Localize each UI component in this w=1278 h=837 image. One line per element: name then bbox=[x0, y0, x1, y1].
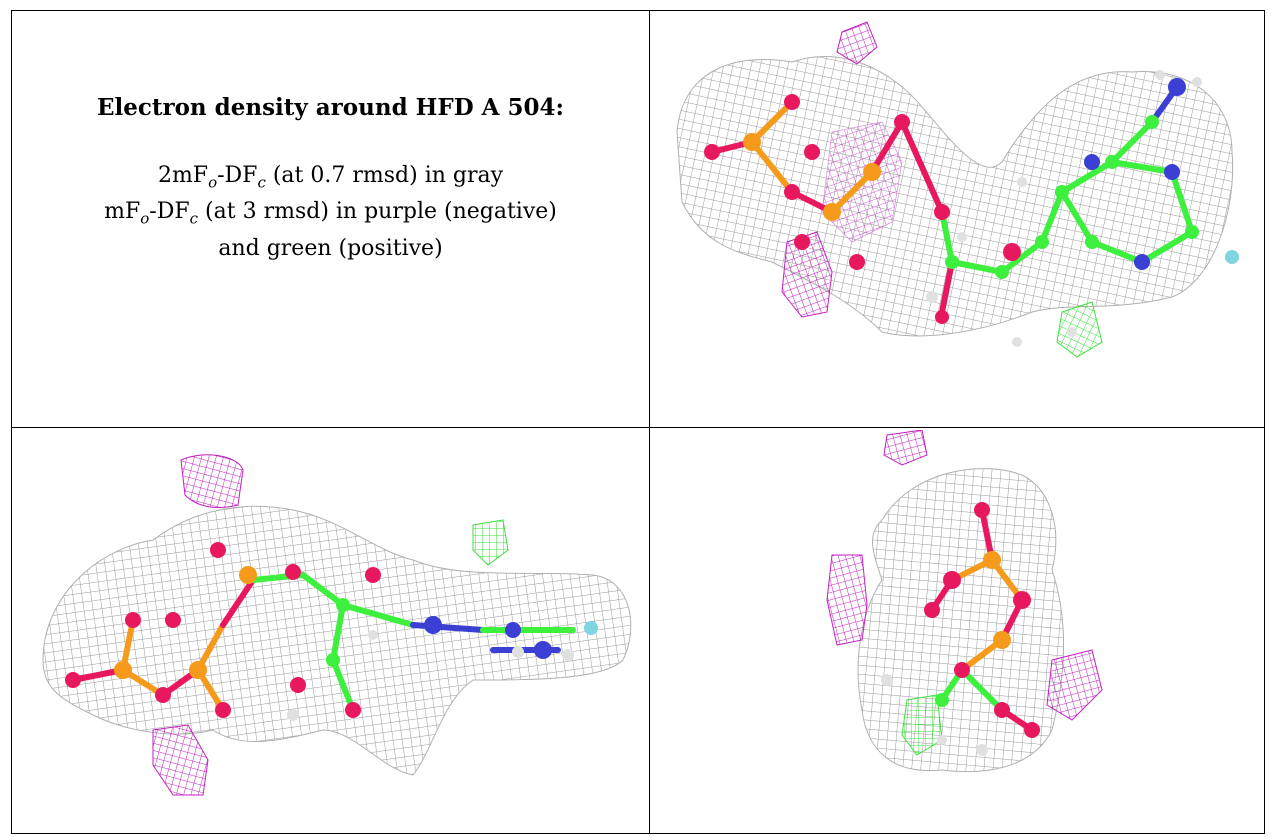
line1-mid: -DF bbox=[217, 163, 258, 188]
purple-mesh-top bbox=[883, 430, 928, 466]
green-mesh-right bbox=[1056, 301, 1103, 358]
purple-mesh-left bbox=[781, 231, 833, 318]
purple-mesh-top bbox=[180, 454, 244, 508]
ligand-atoms bbox=[881, 502, 1040, 756]
density-view-bottom-right bbox=[652, 430, 1264, 833]
caption-line-green: and green (positive) bbox=[218, 235, 443, 261]
table-border-middle bbox=[11, 427, 1265, 428]
table-border-left bbox=[11, 10, 12, 834]
line2-sub-c: c bbox=[189, 209, 199, 228]
table-border-top bbox=[11, 10, 1265, 11]
green-mesh-top bbox=[472, 519, 509, 566]
ligand-sticks bbox=[70, 572, 576, 713]
density-svg-bottom-right bbox=[826, 430, 1103, 773]
purple-mesh-right bbox=[1046, 649, 1103, 721]
line1-suffix: (at 0.7 rmsd) in gray bbox=[265, 163, 504, 188]
line1-prefix: 2mF bbox=[157, 163, 209, 188]
purple-mesh-top bbox=[836, 21, 878, 65]
caption-legend: 2mFo-DFc (at 0.7 rmsd) in gray mFo-DFc (… bbox=[104, 161, 557, 264]
ligand-atoms bbox=[704, 70, 1239, 347]
density-view-bottom-left bbox=[13, 430, 649, 833]
table-border-bottom bbox=[11, 833, 1265, 834]
line2-prefix: mF bbox=[104, 199, 141, 225]
caption-line-gray: 2mFo-DFc (at 0.7 rmsd) in gray bbox=[104, 161, 557, 197]
line1-sub-o: o bbox=[208, 173, 218, 192]
line1-sub-c: c bbox=[257, 173, 266, 192]
purple-mesh-bottom bbox=[152, 724, 209, 796]
density-view-top-right bbox=[652, 12, 1264, 426]
table-border-right bbox=[1264, 10, 1265, 834]
purple-mesh-left bbox=[826, 554, 868, 646]
caption-cell: Electron density around HFD A 504: 2mFo-… bbox=[11, 10, 650, 428]
gray-density-mesh bbox=[676, 56, 1234, 337]
caption-title: Electron density around HFD A 504: bbox=[96, 94, 565, 121]
caption-line-purple: mFo-DFc (at 3 rmsd) in purple (negative) bbox=[104, 197, 557, 233]
line2-suffix: (at 3 rmsd) in purple (negative) bbox=[198, 199, 557, 225]
ligand-atoms bbox=[65, 542, 598, 721]
line2-sub-o: o bbox=[140, 209, 150, 228]
density-svg-top-right bbox=[676, 21, 1239, 358]
line2-mid: -DF bbox=[149, 199, 190, 225]
density-svg-bottom-left bbox=[42, 454, 632, 796]
green-mesh-bottom bbox=[901, 694, 943, 756]
table-border-center bbox=[649, 10, 650, 834]
figure-table bbox=[11, 10, 1265, 834]
